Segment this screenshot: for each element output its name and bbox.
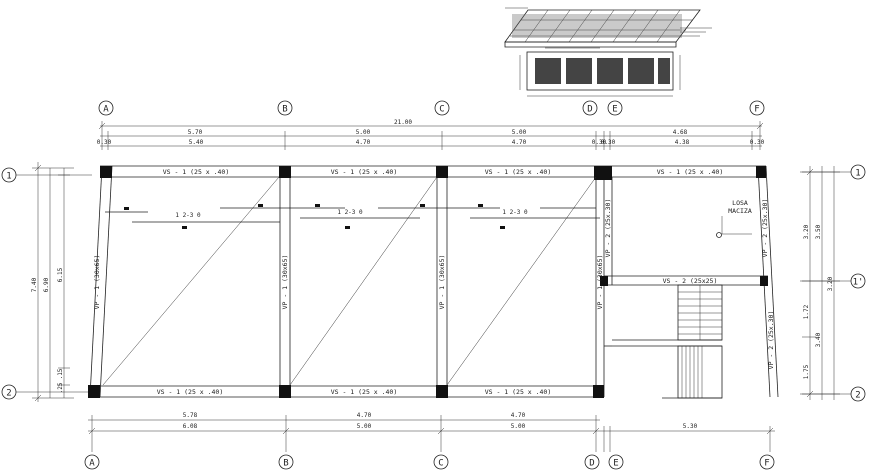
axis-label: C: [438, 459, 443, 469]
dim-text: 5.00: [511, 423, 526, 430]
dimension-lines-top: 21.00 5.70 5.00 5.00 4.68 0.30 5.40 4.70…: [97, 119, 765, 150]
slab-diagonals: [102, 176, 597, 386]
beam-frame: [89, 165, 779, 398]
axis-label: 1': [853, 278, 864, 288]
dimension-lines-left: 7.40 6.90 6.15 .15 .25: [31, 162, 74, 402]
column: [100, 166, 112, 178]
dim-text: 4.70: [356, 139, 371, 146]
axis-label: B: [283, 459, 288, 469]
beam-label: VS - 1 (25 x .40): [157, 388, 224, 396]
columns: [88, 166, 768, 398]
beam-label: VP - 1 (30x65): [93, 255, 101, 310]
dim-text: 1.72: [803, 304, 810, 319]
dimension-lines-bottom: 5.78 4.70 4.70 6.08 5.00 5.00 5.30: [88, 412, 775, 452]
dim-text: 4.38: [675, 139, 690, 146]
losa-label: LOSA: [732, 199, 748, 207]
beam-label: VP - 2 (25x.30): [604, 199, 612, 258]
column: [760, 276, 768, 286]
axis-label: E: [612, 105, 617, 115]
beam-label: VP - 1 (30x65): [281, 255, 289, 310]
column: [600, 276, 608, 286]
dim-text: 3.40: [815, 332, 822, 347]
dim-text: 0.30: [592, 139, 607, 146]
column: [756, 166, 766, 178]
dim-text: 5.78: [183, 412, 198, 419]
dim-text: 1.75: [803, 364, 810, 379]
axis-label: B: [282, 105, 287, 115]
beam-label: VP - 2 (25x.30): [767, 311, 775, 370]
column: [279, 385, 291, 398]
rebar-label: 1 2-3 0: [175, 212, 201, 219]
dim-text: 5.70: [188, 129, 203, 136]
column: [436, 385, 448, 398]
axis-label: D: [589, 459, 594, 469]
losa-label: MACIZA: [728, 207, 752, 215]
axis-label: A: [103, 105, 109, 115]
beam-label: VS - 1 (25 x .40): [163, 168, 230, 176]
column: [593, 385, 604, 398]
slab-detail-isometric: [504, 7, 712, 48]
axis-label: C: [439, 105, 444, 115]
beam-label: VS - 2 (25x25): [663, 277, 718, 285]
beam-label: VS - 1 (25 x .40): [331, 168, 398, 176]
axis-label: 2: [855, 391, 860, 401]
axis-label: E: [613, 459, 618, 469]
stair-opening: [604, 284, 723, 399]
beam-label: VS - 1 (25 x .40): [331, 388, 398, 396]
dim-text: 3.50: [815, 224, 822, 239]
losa-maciza-note: LOSA MACIZA: [716, 199, 752, 238]
dimension-ticks: [34, 122, 814, 435]
slab-detail-section: [519, 47, 681, 97]
column: [436, 166, 448, 178]
dim-text: 0.30: [601, 139, 616, 146]
axis-label: 2: [6, 389, 11, 399]
beam-label: VP - 1 (30x65): [438, 255, 446, 310]
dim-text: 7.40: [31, 277, 38, 292]
rebar-marks: 1 2-3 0 1 2-3 0 1 2-3 0: [105, 204, 600, 229]
axis-label: 1: [6, 172, 11, 182]
dim-total: 21.00: [394, 119, 412, 126]
beam-label: VS - 1 (25 x .40): [485, 168, 552, 176]
axis-bubbles-top: A B C D E F: [98, 100, 765, 116]
beam-label: VS - 1 (25 x .40): [657, 168, 724, 176]
dimension-lines-right: 3.20 3.50 3.20 1.72 3.40 1.75: [802, 166, 840, 400]
dim-text: 4.70: [512, 139, 527, 146]
column: [88, 385, 100, 398]
dim-text: .15: [57, 368, 64, 379]
dim-text: 0.30: [750, 139, 765, 146]
column: [279, 166, 291, 178]
beam-labels: VS - 1 (25 x .40) VS - 1 (25 x .40) VS -…: [93, 168, 775, 396]
rebar-label: 1 2-3 0: [502, 209, 528, 216]
axis-label: 1: [855, 169, 860, 179]
dim-text: 3.20: [803, 224, 810, 239]
beam-label: VP - 1 (30x65): [596, 255, 604, 310]
beam-label: VS - 1 (25 x .40): [485, 388, 552, 396]
axis-label: D: [587, 105, 592, 115]
dim-text: 6.15: [57, 267, 64, 282]
axis-bubbles-bottom: A B C D E F: [84, 454, 775, 470]
dim-text: 5.40: [189, 139, 204, 146]
dim-text: 6.90: [43, 277, 50, 292]
dim-text: 4.68: [673, 129, 688, 136]
dim-text: 6.08: [183, 423, 198, 430]
dim-text: 4.70: [357, 412, 372, 419]
axis-label: A: [89, 459, 95, 469]
rebar-label: 1 2-3 0: [337, 209, 363, 216]
dim-text: 5.00: [356, 129, 371, 136]
axis-bubbles-left: 1 2: [1, 167, 92, 400]
dim-text: 5.00: [512, 129, 527, 136]
dim-text: 5.00: [357, 423, 372, 430]
beam-label: VP - 2 (25x.30): [761, 199, 769, 258]
column: [594, 166, 612, 180]
dim-text: 0.30: [97, 139, 112, 146]
dim-text: 4.70: [511, 412, 526, 419]
axis-label: F: [754, 105, 759, 115]
dim-text: 3.20: [827, 276, 834, 291]
dim-text: .25: [57, 382, 64, 393]
axis-label: F: [764, 459, 769, 469]
dim-text: 5.30: [683, 423, 698, 430]
